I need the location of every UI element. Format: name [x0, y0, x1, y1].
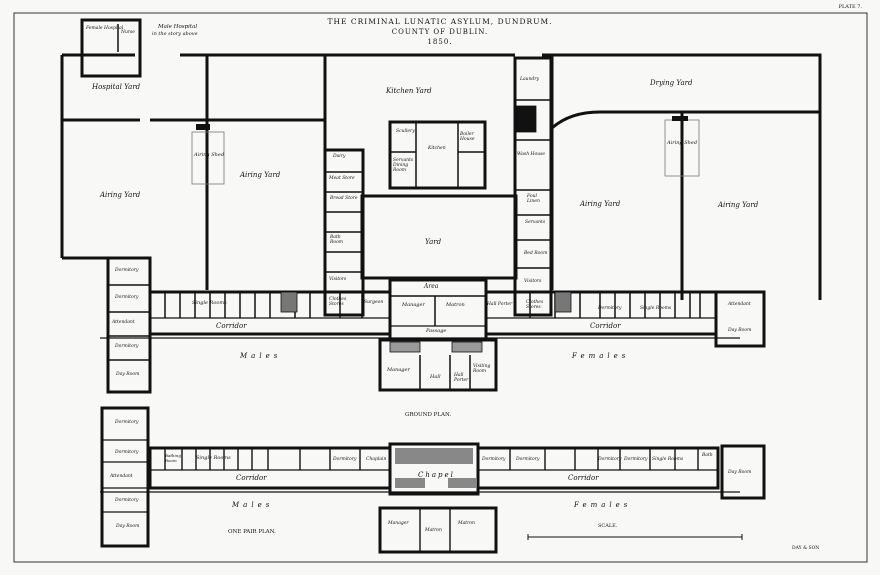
female-attendant-label: Attendant [728, 302, 751, 307]
matron-ground-label: Matron [446, 302, 465, 308]
dairy-label: Dairy [333, 154, 346, 159]
fp-manager-label: Manager [388, 521, 409, 526]
passage-label: Passage [426, 328, 447, 334]
fp-female-single-rooms-label: Single Rooms [652, 457, 684, 462]
ground-single-room-partitions [108, 24, 701, 390]
foul-linen-label: Foul Linen [527, 194, 540, 204]
airing-yard-male-1-label: Airing Yard [100, 191, 141, 199]
clothes-stores-female-label: Clothes Stores [526, 300, 544, 310]
airing-yard-male-2-label: Airing Yard [240, 171, 281, 179]
fp-male-attendant-label: Attendant [110, 474, 133, 479]
airing-yard-female-1-label: Airing Yard [580, 200, 621, 208]
fp-male-dormitory-2-label: Dormitory [115, 450, 139, 455]
servants-dining-label: Servants Dining Room [393, 158, 414, 173]
female-corridor-ground-label: Corridor [590, 322, 621, 330]
kitchen-yard-label: Kitchen Yard [386, 87, 432, 95]
fp-female-dormitory-2-label: Dormitory [516, 457, 540, 462]
one-pair-plan-caption: ONE PAIR PLAN. [228, 529, 276, 535]
hospital-yard-label: Hospital Yard [92, 83, 141, 91]
area-label: Area [424, 283, 439, 290]
visitors-female-label: Visitors [524, 279, 542, 284]
first-plan-walls [100, 406, 766, 554]
chapel-pews [395, 448, 476, 488]
fp-chaplain-label: Chaplain [366, 457, 387, 462]
male-corridor-ground-label: Corridor [216, 322, 247, 330]
fp-male-single-rooms-label: Single Rooms [196, 455, 231, 461]
females-ground-label: Females [572, 352, 630, 360]
male-hospital-note-2: in the story above [152, 31, 198, 37]
drying-yard-label: Drying Yard [650, 79, 693, 87]
bread-store-label: Bread Store [330, 196, 358, 201]
fp-males-label: Males [232, 501, 274, 509]
female-airing-shed-label: Airing Shed [667, 140, 698, 146]
scale-bar [527, 534, 743, 540]
fp-female-dormitory-3-label: Dormitory [598, 457, 622, 462]
fp-male-dormitory-4-label: Dormitory [333, 457, 357, 462]
ground-plan-walls [60, 18, 822, 394]
visiting-room-label: Visiting Room [473, 364, 491, 374]
scullery-label: Scullery [396, 129, 415, 134]
fp-matron-1-label: Matron [425, 528, 442, 533]
kitchen-label: Kitchen [428, 146, 446, 151]
male-airing-shed-label: Airing Shed [194, 152, 225, 158]
hall-label: Hall [430, 374, 441, 380]
female-single-rooms-label: Single Rooms [640, 306, 672, 311]
visitors-male-label: Visitors [329, 277, 347, 282]
title-line-2: COUNTY OF DUBLIN. [391, 28, 489, 36]
male-attendant-label: Attendant [112, 320, 135, 325]
hall-porter-label: Hall Porter [487, 302, 513, 307]
female-day-room-label: Day Room [728, 328, 752, 333]
title-line-1: THE CRIMINAL LUNATIC ASYLUM, DUNDRUM. [327, 17, 553, 26]
imprint-label: DAY & SON [792, 546, 820, 551]
servants-label: Servants [525, 220, 546, 225]
ground-plan-caption: GROUND PLAN. [405, 412, 452, 418]
title-year: 1850. [427, 38, 453, 46]
fp-bath-label: Bath [702, 453, 713, 458]
surgeon-label: Surgeon [364, 300, 384, 305]
sheet-border [13, 12, 868, 563]
fp-female-corridor-label: Corridor [568, 474, 599, 482]
fp-matron-2-label: Matron [458, 521, 475, 526]
fp-male-day-room-label: Day Room [116, 524, 140, 529]
laundry-label: Laundry [520, 77, 540, 82]
meat-store-label: Meat Store [329, 176, 355, 181]
fp-male-dormitory-3-label: Dormitory [115, 498, 139, 503]
manager-front-label: Manager [387, 367, 410, 373]
fp-bathing-room-label: Bathing Room [165, 453, 181, 463]
male-dormitory-1-label: Dormitory [115, 268, 139, 273]
bath-room-label: Bath Room [330, 235, 344, 245]
fp-male-dormitory-1-label: Dormitory [115, 420, 139, 425]
fp-females-label: Females [574, 501, 632, 509]
clothes-stores-male-label: Clothes Stores [329, 297, 347, 307]
bed-room-label: Bed Room [524, 251, 548, 256]
chapel-label: Chapel [418, 471, 455, 479]
fp-female-dormitory-1-label: Dormitory [482, 457, 506, 462]
central-yard-label: Yard [425, 238, 442, 246]
scale-label: SCALE. [598, 523, 618, 529]
plate-number: PLATE 7. [838, 4, 862, 10]
female-hospital-label: Female Hospital [86, 26, 124, 31]
female-dormitory-label: Dormitory [598, 306, 622, 311]
fp-female-day-room-label: Day Room [728, 470, 752, 475]
male-dormitory-2-label: Dormitory [115, 295, 139, 300]
male-single-rooms-label: Single Rooms [192, 300, 227, 306]
nurse-label: Nurse [121, 30, 135, 35]
airing-yard-female-2-label: Airing Yard [718, 201, 759, 209]
fp-male-corridor-label: Corridor [236, 474, 267, 482]
fp-female-dormitory-4-label: Dormitory [624, 457, 648, 462]
first-room-partitions [164, 448, 699, 552]
male-hospital-note-1: Male Hospital [158, 24, 198, 30]
boiler-house-label: Boiler House [460, 132, 475, 142]
shed-posts [196, 116, 688, 130]
males-ground-label: Males [240, 352, 282, 360]
wash-house-label: Wash House [517, 152, 546, 157]
hall-porter-front-label: Hall Porter [454, 373, 469, 383]
manager-ground-label: Manager [402, 302, 425, 308]
staircases [280, 105, 572, 353]
male-dormitory-3-label: Dormitory [115, 344, 139, 349]
male-day-room-label: Day Room [116, 372, 140, 377]
